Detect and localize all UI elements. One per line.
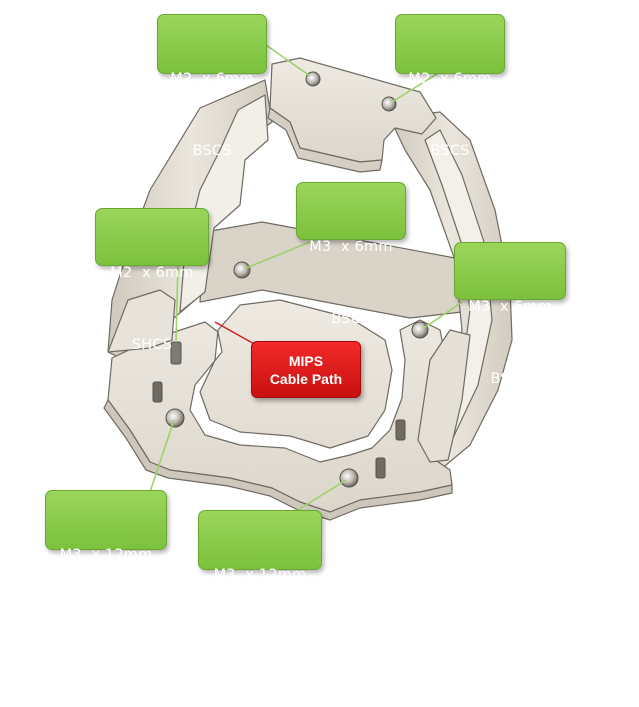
screw-bottom-left (165, 408, 185, 428)
mips-label-line2: Cable Path (269, 371, 343, 387)
callout-type: SHCS (131, 337, 173, 353)
callout-top-left: M2 x 6mm BSCS (157, 14, 267, 159)
mips-cable-path-label: MIPS Cable Path (251, 341, 361, 398)
callout-size: M3 x 6mm (468, 299, 552, 315)
callout-size: M3 x 12mm (59, 547, 153, 563)
leader-right-mid (423, 301, 463, 329)
callout-type: BSCS (331, 311, 371, 327)
right-wall (389, 111, 513, 471)
screw-stud-right (395, 419, 406, 441)
callout-size: M2 x 6mm (408, 71, 492, 87)
callout-right-mid: M3 x 6mm BSCS (454, 242, 566, 387)
leader-top-left (265, 44, 311, 77)
callout-type: BSCS (430, 143, 470, 159)
screws (152, 71, 429, 488)
screw-right (411, 321, 429, 339)
top-cap-front (267, 107, 383, 173)
callout-type: BSCS (240, 639, 280, 655)
screw-stud-bottom (375, 457, 386, 479)
right-lower-wall (417, 329, 471, 463)
callout-type: BSCS (192, 143, 232, 159)
callout-left-mid: M2 x 6mm SHCS (95, 208, 209, 353)
callout-size: M2 x 6mm (170, 71, 254, 87)
leader-left-mid (175, 261, 179, 343)
mips-label-line1: MIPS (288, 353, 324, 369)
callout-size: M2 x 6mm (110, 265, 194, 281)
callout-top-right: M2 x 6mm BSCS (395, 14, 505, 159)
leader-lines (149, 44, 463, 521)
leader-bottom-left (149, 419, 175, 493)
assembly-diagram: M2 x 6mm BSCS M2 x 6mm BSCS M2 x 6mm SHC… (45, 14, 566, 655)
callout-size: M3 x 12mm (213, 567, 307, 583)
screw-top-right (381, 96, 397, 112)
callout-bottom-left: M3 x 12mm BSCS (45, 490, 167, 635)
leader-mips (214, 321, 257, 346)
callout-size: M3 x 6mm (309, 239, 393, 255)
left-lower-wall (107, 289, 176, 353)
callout-type: BSCS (86, 619, 126, 635)
callout-bottom-center: M3 x 12mm BSCS (198, 510, 322, 655)
screw-center (233, 261, 251, 279)
rear-rail (199, 221, 463, 319)
callout-type: BSCS (490, 371, 530, 387)
base-plate-edge (103, 399, 453, 521)
screw-bottom-center (339, 468, 359, 488)
callout-center: M3 x 6mm BSCS (296, 182, 406, 327)
leader-center (245, 237, 321, 269)
screw-stud-left (152, 381, 163, 403)
leader-top-right (391, 71, 441, 103)
